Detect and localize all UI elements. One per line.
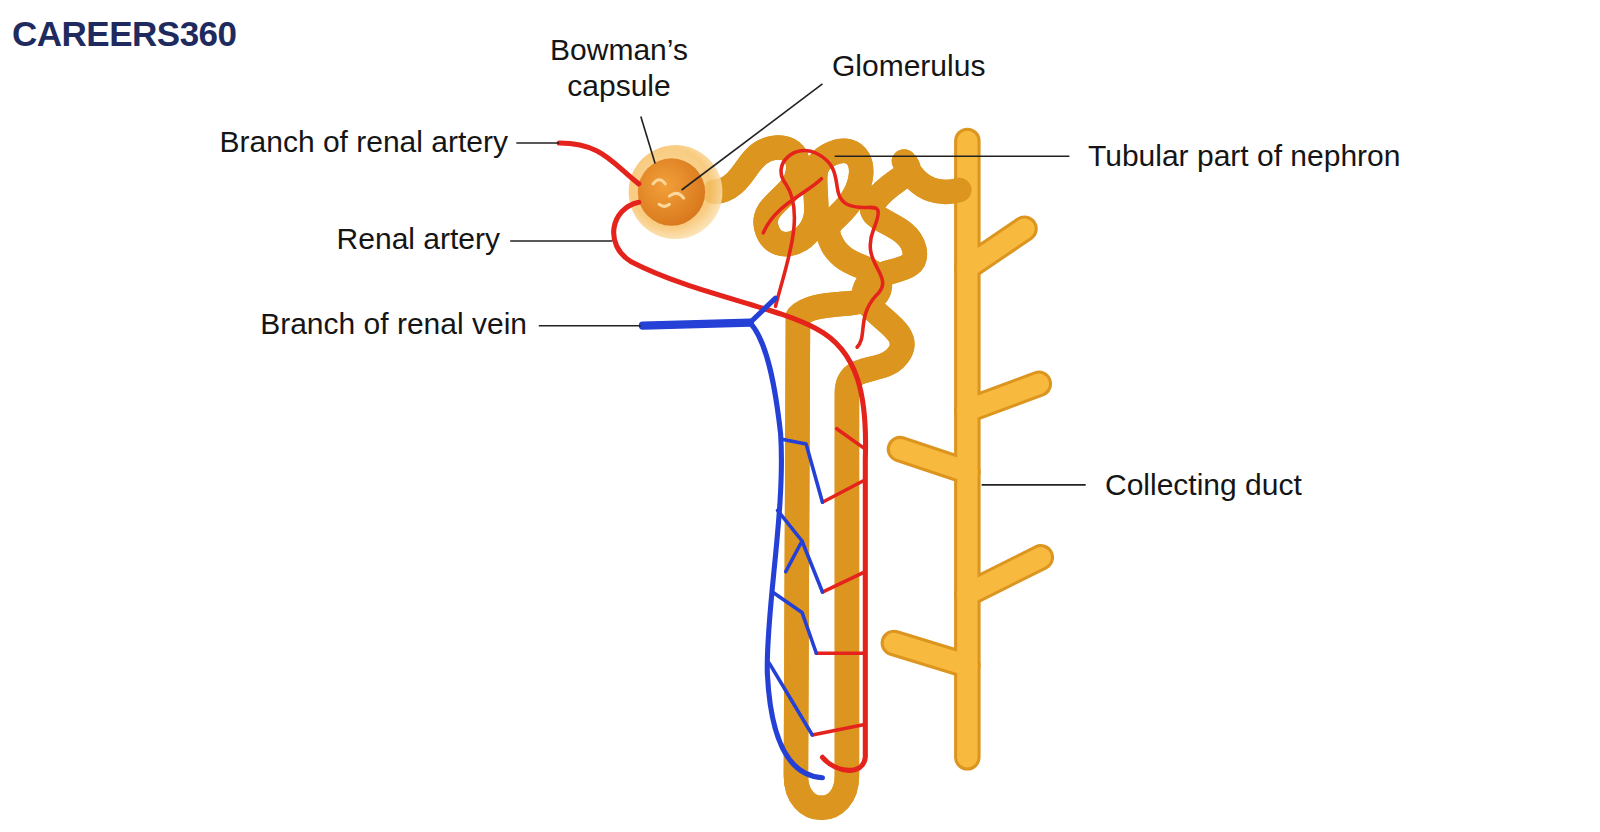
- arteries: [559, 143, 882, 770]
- part-label: Branch of renal artery: [220, 124, 508, 160]
- glomerulus-loops: [653, 180, 684, 207]
- bowmans-capsule: [629, 145, 723, 239]
- part-label: Bowman’s capsule: [519, 32, 719, 104]
- glomerulus: [638, 158, 705, 225]
- part-label: Glomerulus: [832, 48, 985, 84]
- veins: [643, 298, 823, 778]
- part-label: Tubular part of nephron: [1088, 138, 1400, 174]
- renal-tubule: [714, 148, 959, 808]
- part-label: Collecting duct: [1105, 467, 1302, 503]
- watermark-logo: CAREERS360: [12, 16, 237, 52]
- part-label: Renal artery: [337, 221, 500, 257]
- leader-lines: [510, 84, 1086, 485]
- part-label: Branch of renal vein: [260, 306, 527, 342]
